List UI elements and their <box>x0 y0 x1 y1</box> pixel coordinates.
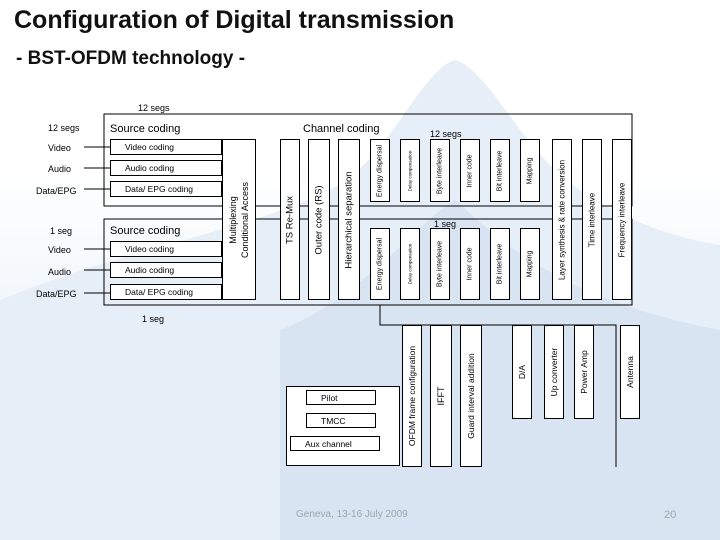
guard-interval-box: Guard interval addition <box>460 325 482 467</box>
up-converter-box: Up converter <box>544 325 564 419</box>
input-video-12: Video <box>48 143 71 153</box>
input-video-1: Video <box>48 245 71 255</box>
mapping-label-upper: Mapping <box>526 157 534 184</box>
data-epg-coding-label-1: Data/ EPG coding <box>125 287 194 297</box>
pilot-box: Pilot <box>306 390 376 405</box>
delay-compensation-box-lower: Delay compensation <box>400 228 420 300</box>
hierarchical-separation-box: Hierarchical separation <box>338 139 360 300</box>
byte-interleave-label-lower: Byte interleave <box>436 240 444 288</box>
frequency-interleave-label: Frequency interleave <box>617 182 627 257</box>
outer-code-label: Outer code (RS) <box>313 184 325 255</box>
antenna-label: Antenna <box>625 356 635 388</box>
data-epg-coding-label-12: Data/ EPG coding <box>125 184 194 194</box>
data-epg-coding-box-12: Data/ EPG coding <box>110 181 222 197</box>
ifft-box: IFFT <box>430 325 452 467</box>
audio-coding-label-1: Audio coding <box>125 265 175 275</box>
ts-remux-box: TS Re-Mux <box>280 139 300 300</box>
delay-compensation-label-lower: Delay compensation <box>407 243 413 285</box>
outer-code-box: Outer code (RS) <box>308 139 330 300</box>
power-amp-box: Power Amp <box>574 325 594 419</box>
ifft-label: IFFT <box>436 386 446 406</box>
video-coding-label-12: Video coding <box>125 142 174 152</box>
up-converter-label: Up converter <box>549 347 559 397</box>
audio-coding-label-12: Audio coding <box>125 163 175 173</box>
segs-channel-label: 12 segs <box>430 129 462 139</box>
antenna-box: Antenna <box>620 325 640 419</box>
hierarchical-separation-label: Hierarchical separation <box>343 170 355 269</box>
time-interleave-label: Time interleave <box>587 192 597 247</box>
data-epg-coding-box-1: Data/ EPG coding <box>110 284 222 300</box>
time-interleave-box: Time interleave <box>582 139 602 300</box>
frequency-interleave-box: Frequency interleave <box>612 139 632 300</box>
footer-text: Geneva, 13-16 July 2009 <box>296 509 408 520</box>
energy-dispersal-label-lower: Energy dispersal <box>376 237 384 291</box>
inner-code-box-upper: Inner code <box>460 139 480 202</box>
audio-coding-box-12: Audio coding <box>110 160 222 176</box>
ofdm-frame-configuration-label: OFDM frame configuration <box>407 345 417 447</box>
delay-compensation-box-upper: Delay compensation <box>400 139 420 202</box>
pilot-label: Pilot <box>321 392 338 403</box>
input-data-epg-1: Data/EPG <box>36 289 77 299</box>
input-audio-1: Audio <box>48 267 72 277</box>
slide-subtitle: - BST-OFDM technology - <box>16 48 246 69</box>
seg1-bottom-label: 1 seg <box>142 314 165 324</box>
seg1-left-label: 1 seg <box>50 226 73 236</box>
energy-dispersal-label-upper: Energy dispersal <box>376 144 384 197</box>
ofdm-frame-configuration-box: OFDM frame configuration <box>402 325 422 467</box>
channel-coding-title: Channel coding <box>303 123 380 135</box>
source-coding-title-12: Source coding <box>110 123 181 135</box>
delay-compensation-label-upper: Delay compensation <box>407 150 413 191</box>
tmcc-label: TMCC <box>321 415 346 426</box>
energy-dispersal-box-lower: Energy dispersal <box>370 228 390 300</box>
inner-code-label-upper: Inner code <box>466 153 474 188</box>
da-label: D/A <box>517 364 527 380</box>
segs-left-label: 12 segs <box>48 123 80 133</box>
byte-interleave-box-upper: Byte interleave <box>430 139 450 202</box>
bit-interleave-label-upper: Bit interleave <box>496 150 504 191</box>
seg1-channel-label: 1 seg <box>434 219 457 229</box>
tmcc-box: TMCC <box>306 413 376 428</box>
mapping-label-lower: Mapping <box>526 250 534 278</box>
layer-synthesis-label: Layer synthesis & rate conversion <box>557 159 567 280</box>
video-coding-box-1: Video coding <box>110 241 222 257</box>
byte-interleave-box-lower: Byte interleave <box>430 228 450 300</box>
bit-interleave-box-upper: Bit interleave <box>490 139 510 202</box>
energy-dispersal-box-upper: Energy dispersal <box>370 139 390 202</box>
input-data-epg-12: Data/EPG <box>36 186 77 196</box>
inner-code-label-lower: Inner code <box>466 247 474 281</box>
da-box: D/A <box>512 325 532 419</box>
guard-interval-label: Guard interval addition <box>466 353 476 439</box>
video-coding-label-1: Video coding <box>125 244 174 254</box>
power-amp-label: Power Amp <box>579 350 589 394</box>
multiplexing-label: Multiplexing Conditional Access <box>228 181 250 258</box>
mapping-box-upper: Mapping <box>520 139 540 202</box>
ts-remux-label: TS Re-Mux <box>284 195 296 244</box>
layer-synthesis-box: Layer synthesis & rate conversion <box>552 139 572 300</box>
source-coding-title-1: Source coding <box>110 225 181 237</box>
aux-channel-label: Aux channel <box>305 438 352 449</box>
segs-top-label: 12 segs <box>138 103 170 113</box>
aux-channel-box: Aux channel <box>290 436 380 451</box>
multiplexing-box: Multiplexing Conditional Access <box>222 139 256 300</box>
bit-interleave-box-lower: Bit interleave <box>490 228 510 300</box>
video-coding-box-12: Video coding <box>110 139 222 155</box>
byte-interleave-label-upper: Byte interleave <box>436 147 444 194</box>
input-audio-12: Audio <box>48 164 72 174</box>
audio-coding-box-1: Audio coding <box>110 262 222 278</box>
mapping-box-lower: Mapping <box>520 228 540 300</box>
inner-code-box-lower: Inner code <box>460 228 480 300</box>
page-number: 20 <box>664 509 677 521</box>
bit-interleave-label-lower: Bit interleave <box>496 243 504 285</box>
slide-title: Configuration of Digital transmission <box>14 6 455 34</box>
